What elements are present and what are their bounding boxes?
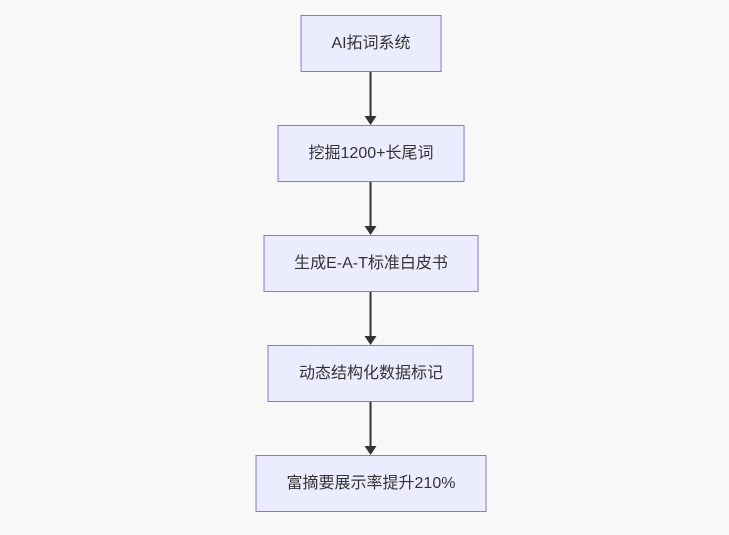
flow-edge-arrow — [365, 182, 377, 235]
flow-node-B: 挖掘1200+长尾词 — [277, 125, 465, 182]
flow-node-D: 动态结构化数据标记 — [267, 345, 474, 402]
flow-node-label: 生成E-A-T标准白皮书 — [294, 255, 448, 272]
arrow-head-icon — [365, 226, 377, 235]
flow-node-label: AI拓词系统 — [331, 35, 411, 52]
arrow-head-icon — [365, 116, 377, 125]
flow-node-E: 富摘要展示率提升210% — [255, 455, 487, 512]
flow-edge-arrow — [365, 402, 377, 455]
flow-node-label: 动态结构化数据标记 — [298, 365, 443, 382]
arrow-line — [370, 182, 372, 226]
arrow-line — [370, 292, 372, 336]
flow-node-A: AI拓词系统 — [300, 15, 442, 72]
arrow-head-icon — [365, 336, 377, 345]
flow-edge-arrow — [365, 72, 377, 125]
flow-node-label: 富摘要展示率提升210% — [286, 475, 456, 492]
arrow-line — [370, 402, 372, 446]
flowchart: AI拓词系统 挖掘1200+长尾词 生成E-A-T标准白皮书 动态结构化数据标记… — [255, 15, 487, 512]
arrow-head-icon — [365, 446, 377, 455]
flow-node-label: 挖掘1200+长尾词 — [308, 145, 434, 162]
flow-edge-arrow — [365, 292, 377, 345]
flow-node-C: 生成E-A-T标准白皮书 — [263, 235, 479, 292]
arrow-line — [370, 72, 372, 116]
